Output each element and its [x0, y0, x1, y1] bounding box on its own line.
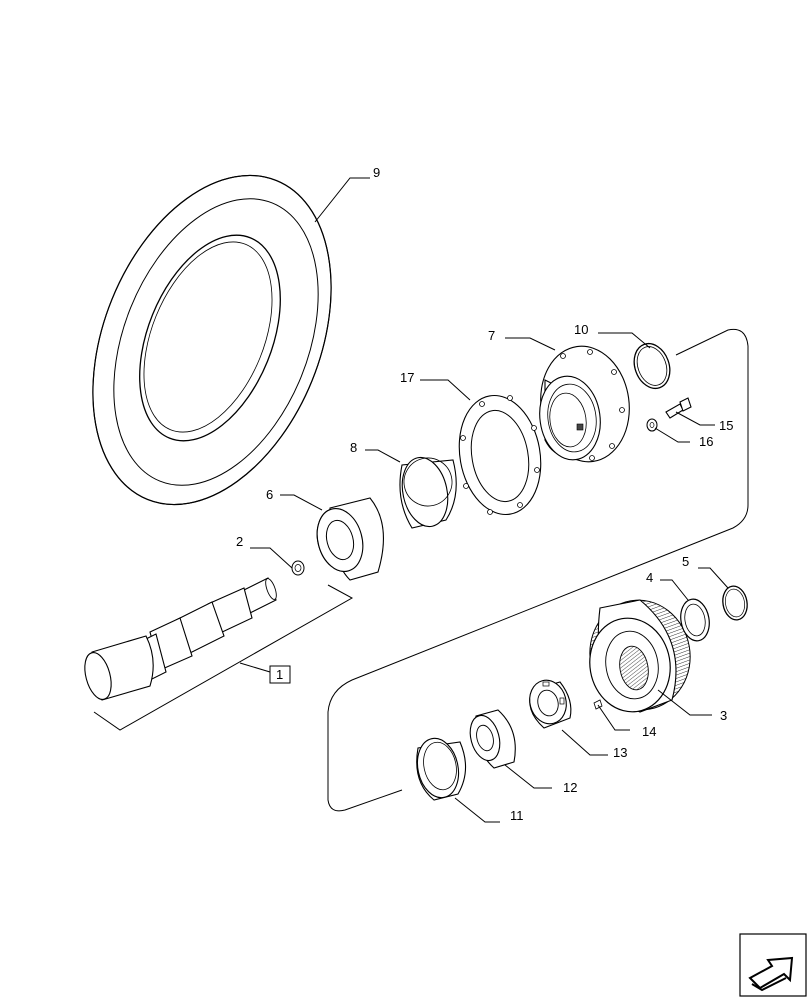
callout-15: 15: [719, 418, 733, 433]
bearing-cone: [316, 497, 384, 581]
screw: [665, 397, 692, 419]
callout-labels: 1 2 3 4 5 6 7 8 9 10 11 12 13 14 15 16 1…: [236, 165, 733, 823]
assembly-group-outline: [327, 328, 749, 812]
washer: [646, 418, 658, 432]
callout-9: 9: [373, 165, 380, 180]
snap-ring: [633, 342, 671, 390]
callout-3: 3: [720, 708, 727, 723]
callout-6: 6: [266, 487, 273, 502]
pinion-shaft: [84, 577, 277, 701]
lock-pin: [593, 699, 603, 710]
callout-16: 16: [699, 434, 713, 449]
callout-1: 1: [276, 667, 283, 682]
retaining-ring: [722, 585, 748, 621]
ring-gear: [92, 174, 332, 506]
callout-10: 10: [574, 322, 588, 337]
output-bearing-cup: [416, 737, 467, 801]
pinion-group-outline: [93, 584, 354, 731]
bearing-housing: [539, 345, 630, 463]
callout-14: 14: [642, 724, 656, 739]
callout-12: 12: [563, 780, 577, 795]
leader-lines: [239, 177, 729, 823]
spur-gear: [589, 599, 691, 713]
output-bearing-cone: [469, 709, 516, 769]
spacer-ring: [680, 598, 710, 642]
callout-17: 17: [400, 370, 414, 385]
next-page-arrow-icon[interactable]: [739, 933, 807, 997]
callout-4: 4: [646, 570, 653, 585]
bearing-cup: [399, 456, 457, 529]
callout-7: 7: [488, 328, 495, 343]
pinion-nut: [291, 560, 305, 576]
callout-8: 8: [350, 440, 357, 455]
callout-11: 11: [510, 808, 524, 823]
callout-2: 2: [236, 534, 243, 549]
gasket: [458, 394, 542, 516]
group-callout-box: [269, 665, 291, 684]
slotted-nut: [529, 679, 572, 729]
callout-5: 5: [682, 554, 689, 569]
callout-13: 13: [613, 745, 627, 760]
